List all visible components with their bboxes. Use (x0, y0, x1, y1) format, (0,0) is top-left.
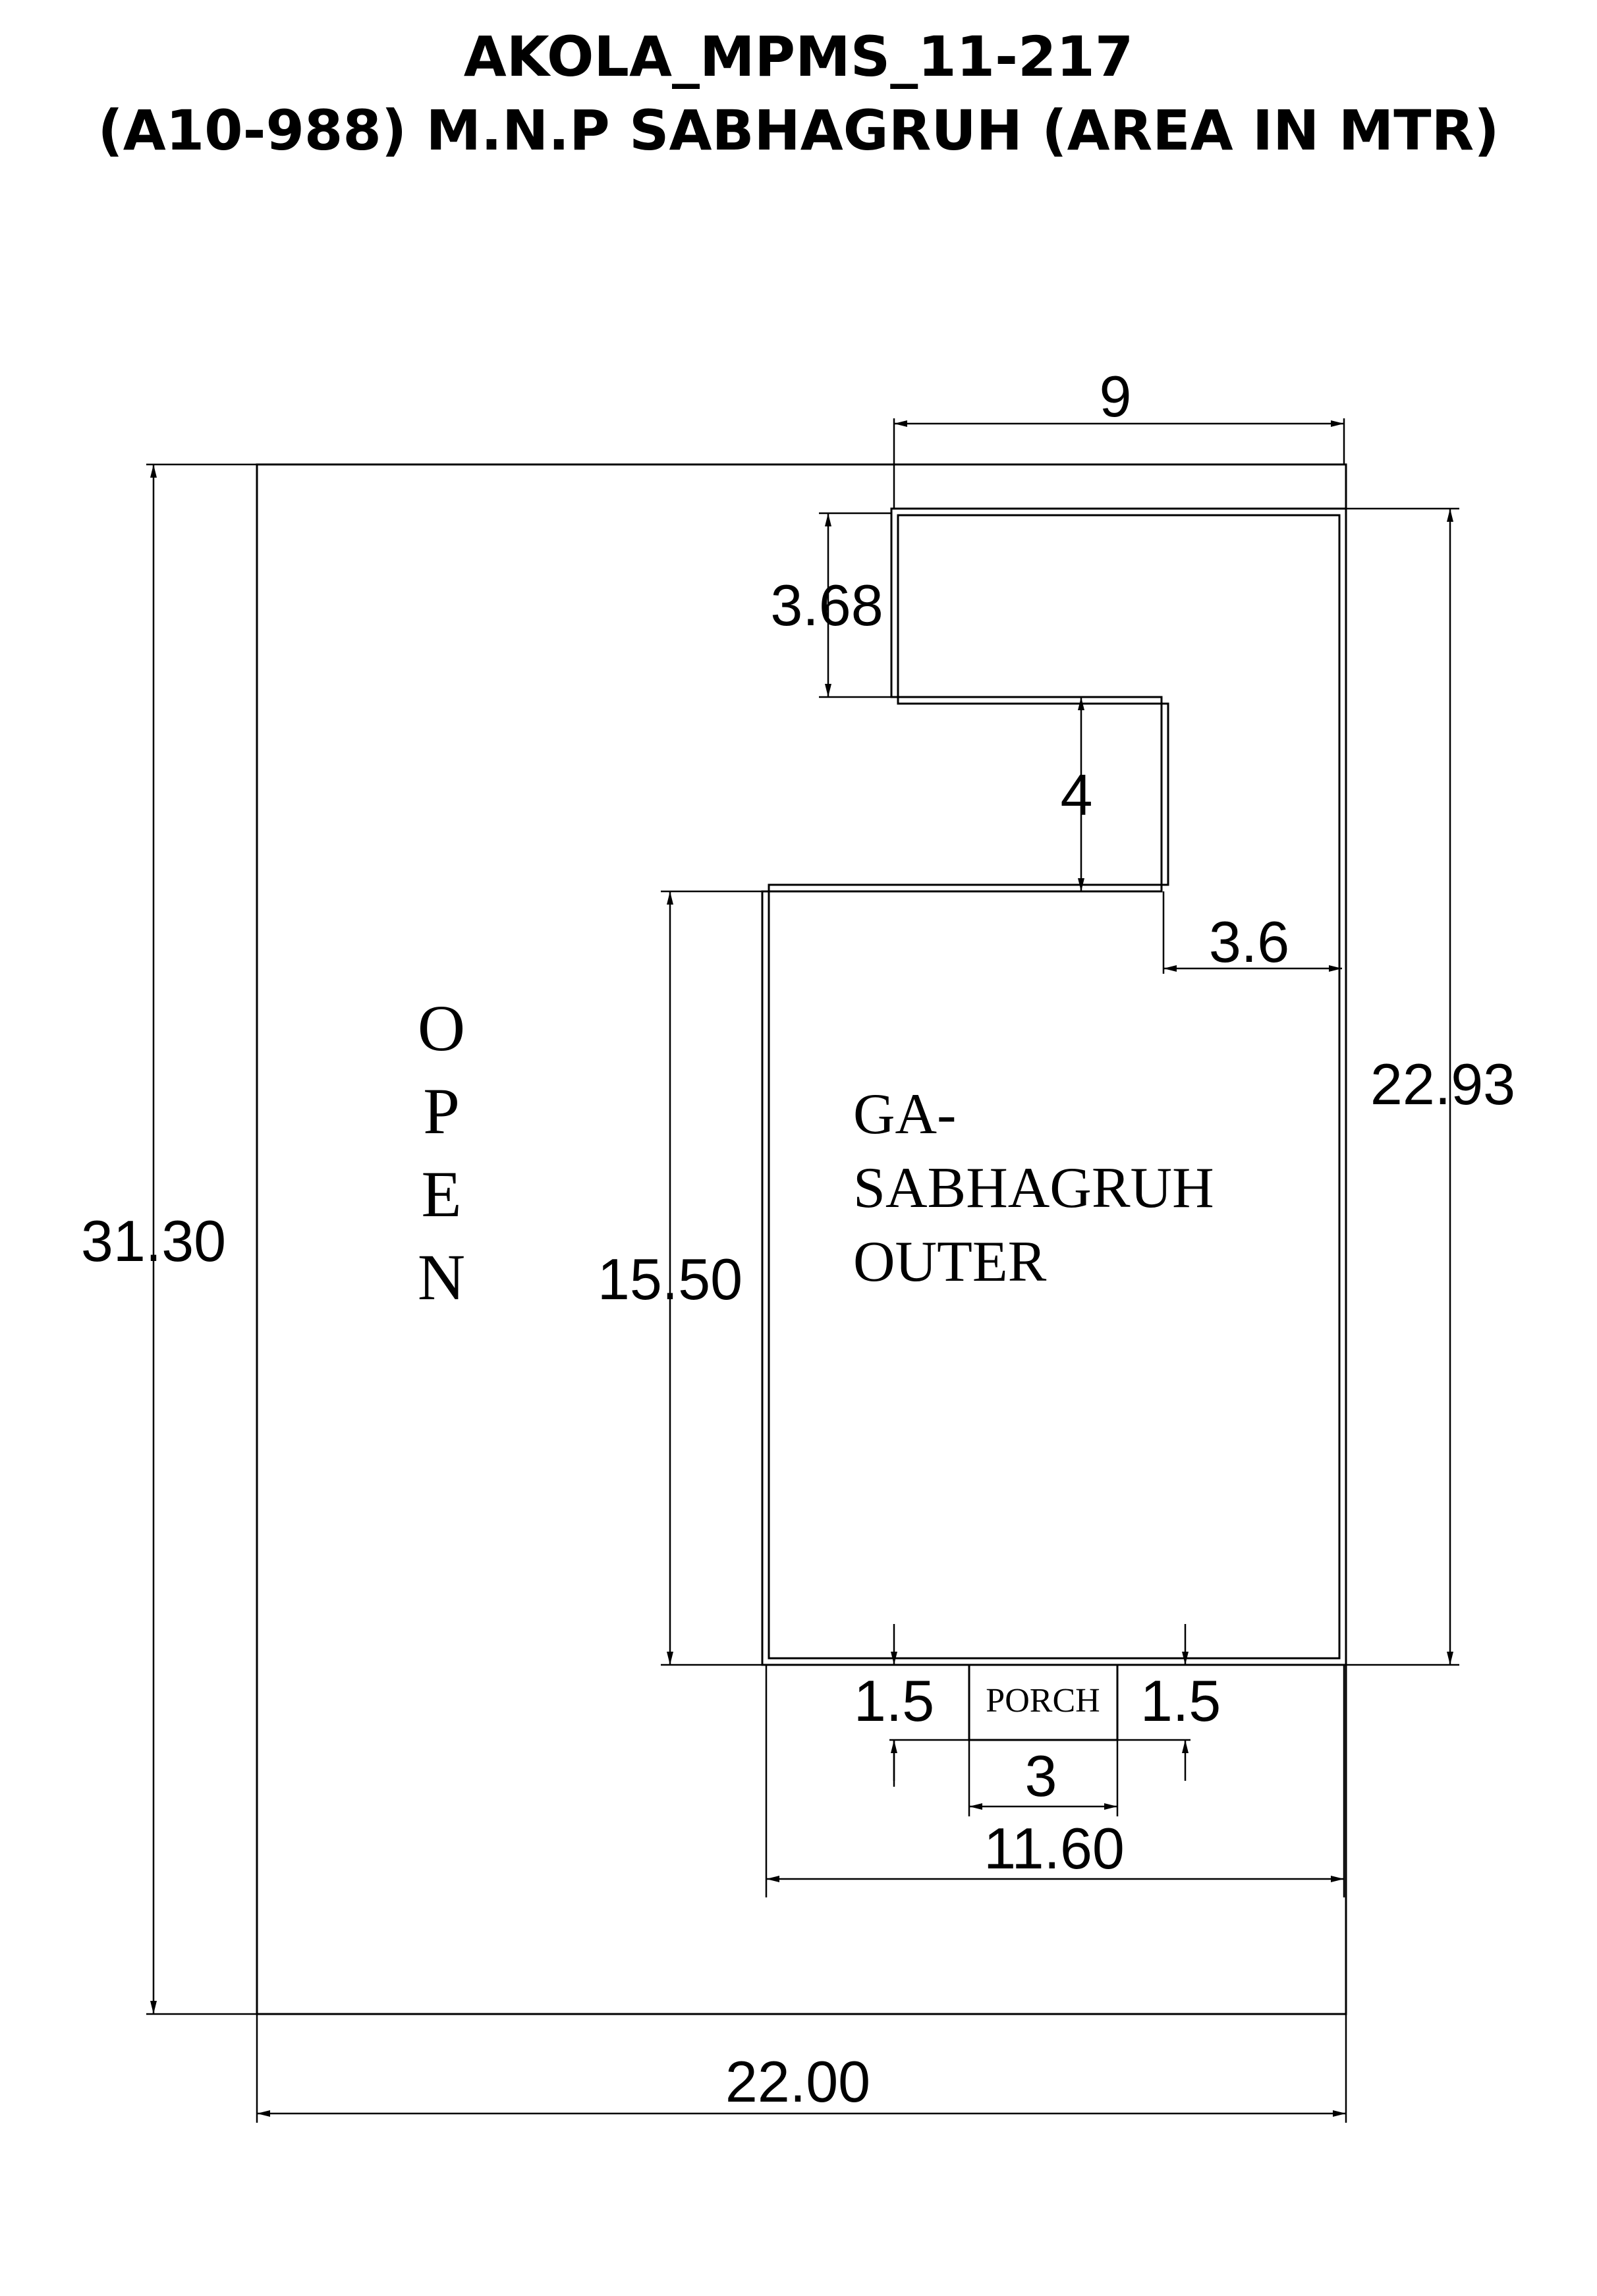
plot-boundary (256, 463, 1347, 2015)
title-line-2: (A10-988) M.N.P SABHAGRUH (AREA IN MTR) (98, 98, 1499, 163)
building-label: GA- SABHAGRUH OUTER (853, 1082, 1214, 1294)
building-outline (761, 507, 1347, 1666)
open-letter-p: P (423, 1075, 460, 1148)
building-label-line-3: OUTER (853, 1230, 1047, 1294)
porch (968, 1664, 1119, 1741)
right-height-dim: 22.93 (1370, 1051, 1515, 1117)
plot-width-dim: 22.00 (725, 2049, 870, 2114)
building-label-line-2: SABHAGRUH (853, 1156, 1214, 1220)
extension-lines (146, 418, 1459, 2123)
open-label: O P E N (418, 992, 465, 1314)
top-width-dim: 9 (1100, 364, 1132, 429)
porch-right-dim: 1.5 (1140, 1668, 1221, 1733)
building-outline-inner (768, 514, 1341, 1660)
title-line-1: AKOLA_MPMS_11-217 (463, 24, 1134, 89)
dimension-lines (150, 420, 1453, 2117)
porch-left-dim: 1.5 (854, 1668, 934, 1733)
open-letter-e: E (421, 1158, 461, 1231)
notch-width-dim: 3.6 (1209, 909, 1289, 974)
left-height-dim: 15.50 (598, 1246, 742, 1312)
notch-height-dim: 4 (1061, 762, 1093, 827)
top-offset-dim: 3.68 (770, 573, 883, 638)
building-label-line-1: GA- (853, 1082, 956, 1146)
bottom-width-dim: 11.60 (984, 1816, 1125, 1881)
drawing-title: AKOLA_MPMS_11-217 (A10-988) M.N.P SABHAG… (0, 20, 1597, 167)
porch-label: PORCH (986, 1682, 1100, 1720)
open-letter-n: N (418, 1241, 465, 1314)
plot-height-dim: 31.30 (81, 1208, 226, 1274)
porch-width-dim: 3 (1025, 1743, 1057, 1808)
open-letter-o: O (418, 992, 465, 1065)
